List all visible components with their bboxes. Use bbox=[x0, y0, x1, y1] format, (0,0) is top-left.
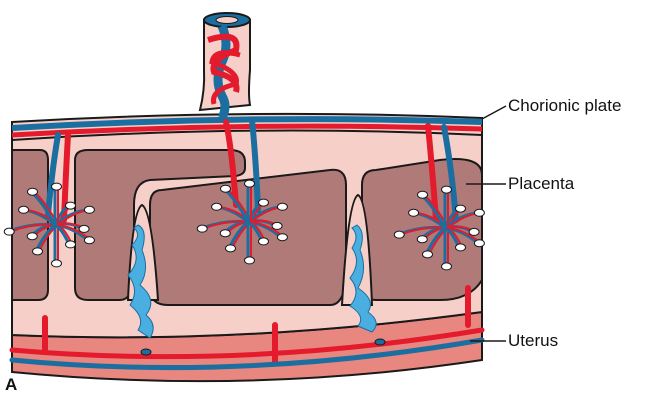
villus-tip bbox=[52, 183, 62, 190]
villus-tip bbox=[28, 188, 38, 195]
panel-letter: A bbox=[5, 375, 17, 395]
vein-opening-2 bbox=[375, 339, 385, 345]
villus-tip bbox=[456, 244, 466, 251]
villus-tip bbox=[277, 203, 287, 210]
villus-tip bbox=[259, 199, 269, 206]
villus-tip bbox=[469, 228, 479, 235]
villus-tip bbox=[442, 263, 452, 270]
villus-tip bbox=[4, 228, 14, 235]
leader-chorionic-plate bbox=[482, 106, 506, 119]
umbilical-cord bbox=[200, 13, 250, 118]
villus-tip bbox=[418, 191, 428, 198]
villus-tip bbox=[221, 185, 231, 192]
villus-tip bbox=[423, 251, 433, 258]
villus-tip bbox=[197, 225, 207, 232]
villus-tip bbox=[245, 180, 255, 187]
uterus-label: Uterus bbox=[508, 331, 558, 351]
villus-tip bbox=[394, 231, 404, 238]
villus-tip bbox=[52, 260, 62, 267]
villus-tip bbox=[259, 238, 269, 245]
villus-tip bbox=[226, 245, 236, 252]
cord-lumen bbox=[216, 17, 238, 24]
villus-tip bbox=[474, 240, 484, 247]
villus-tip bbox=[66, 241, 76, 248]
villus-tip bbox=[212, 203, 222, 210]
villus-tip bbox=[245, 257, 255, 264]
villus-tip bbox=[409, 209, 419, 216]
villus-tip bbox=[272, 222, 282, 229]
villus-tip bbox=[442, 186, 452, 193]
villus-tip bbox=[84, 237, 94, 244]
vein-opening-1 bbox=[141, 349, 151, 355]
villus-tip bbox=[474, 209, 484, 216]
villus-tip bbox=[84, 206, 94, 213]
villus-tip bbox=[33, 248, 43, 255]
villus-tip bbox=[66, 202, 76, 209]
villus-tip bbox=[27, 233, 37, 240]
placenta-label: Placenta bbox=[508, 174, 574, 194]
villus-tip bbox=[456, 205, 466, 212]
villus-tip bbox=[417, 236, 427, 243]
villus-tip bbox=[277, 234, 287, 241]
villus-tip bbox=[19, 206, 29, 213]
villus-tip bbox=[79, 225, 89, 232]
villus-tip bbox=[220, 230, 230, 237]
chorionic-plate-label: Chorionic plate bbox=[508, 96, 621, 116]
